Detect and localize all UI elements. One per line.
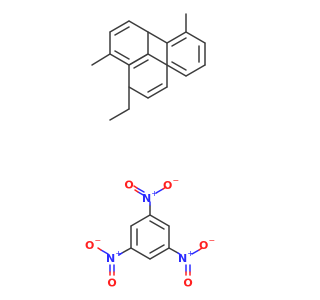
bond [149,244,165,254]
nitro-oxygen: O [107,277,116,290]
bond [155,188,164,194]
bond [198,247,203,251]
bond [149,247,170,260]
nitro-oxygen-charged: O− [163,176,179,192]
bond [128,53,149,66]
bond [121,247,132,254]
bond [171,61,187,71]
nitro-oxygen: O [124,179,133,192]
bond [114,50,130,60]
bond [147,53,168,66]
bond [100,249,109,255]
nitro-nitrogen-top: N+ [142,189,158,205]
bond [185,31,206,44]
bond [147,86,168,99]
bond [128,20,149,33]
bond [149,220,165,230]
nitro-oxygen: O [183,277,192,290]
bond [133,59,149,69]
bond [147,83,163,93]
bond [137,191,146,197]
bond [109,20,130,33]
bond [128,86,149,99]
bond [136,187,145,193]
bond [109,53,130,66]
bond [168,247,179,254]
structure-canvas: N+ O O− N+ O− O N+ O− O [85,13,215,290]
bond [149,214,170,227]
bond [147,31,168,44]
bond [166,31,187,44]
nitro-nitrogen-left: N+ [106,249,122,265]
bond [97,247,102,251]
bond [114,26,130,36]
nitro-nitrogen-right: N+ [178,249,194,265]
bond [185,64,206,77]
bond [118,252,123,256]
bond [171,37,187,47]
bond [130,214,151,227]
trinitrobenzene-molecule: N+ O O− N+ O− O N+ O− O [85,176,215,290]
bond [134,189,139,193]
ethyl-bond [109,108,130,121]
nitro-oxygen-charged: O− [199,236,215,252]
methyl-bond [91,53,111,66]
nitro-oxygen-charged: O− [85,236,101,252]
bond [130,247,151,260]
bond [162,186,167,190]
bond [191,249,200,255]
bond [166,64,187,77]
phenanthrene-molecule [91,13,206,121]
bond [177,252,182,256]
bond [133,185,138,189]
chemical-structure-diagram: N+ O O− N+ O− O N+ O− O [85,13,215,290]
